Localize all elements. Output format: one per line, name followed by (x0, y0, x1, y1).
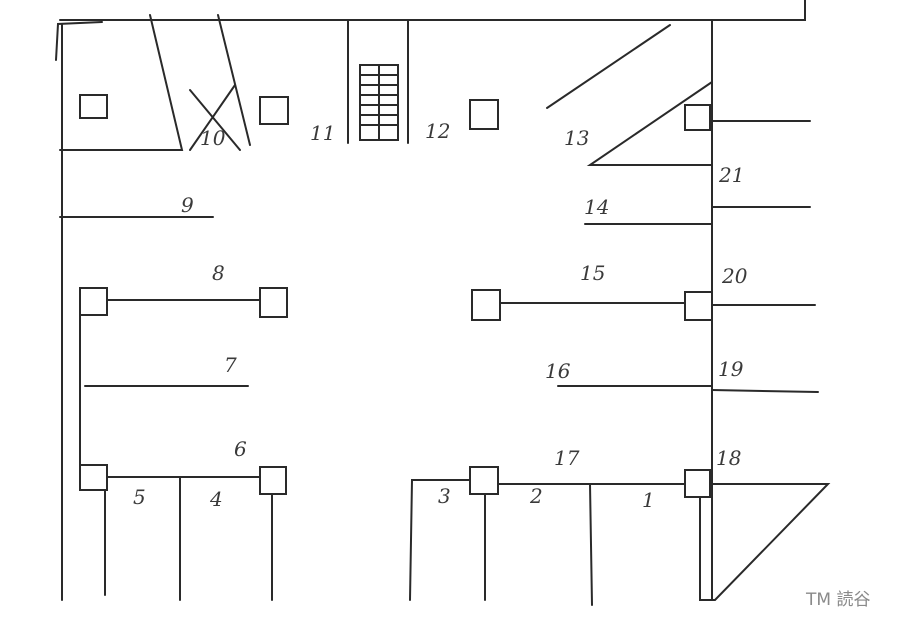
space-label-15: 15 (580, 261, 605, 285)
space-label-17: 17 (554, 446, 580, 470)
space-label-4: 4 (209, 487, 223, 511)
pillar (684, 104, 711, 131)
pillar (684, 469, 711, 498)
space-label-18: 18 (716, 446, 741, 470)
space-label-13: 13 (564, 126, 589, 150)
pillar (259, 96, 289, 125)
pillar (79, 287, 108, 316)
pillar (684, 291, 713, 321)
pillar (471, 289, 501, 321)
pillars (79, 94, 713, 498)
pillar (259, 287, 288, 318)
stairs (347, 19, 409, 144)
pillar (469, 99, 499, 130)
corner-wall (55, 21, 103, 61)
space-label-21: 21 (718, 163, 744, 187)
pillar (259, 466, 287, 495)
space-label-8: 8 (212, 261, 225, 285)
space-label-12: 12 (425, 119, 450, 143)
space-label-10: 10 (200, 126, 226, 150)
pillar (79, 464, 108, 491)
space-label-1: 1 (642, 488, 655, 512)
space-label-14: 14 (584, 195, 609, 219)
signature: TM 読谷 (805, 590, 870, 610)
space-label-19: 19 (718, 357, 744, 381)
space-label-9: 9 (181, 193, 194, 217)
space-label-7: 7 (224, 353, 237, 377)
space-label-6: 6 (234, 437, 247, 461)
space-label-11: 11 (310, 121, 335, 145)
space-label-3: 3 (438, 484, 451, 508)
space-label-16: 16 (545, 359, 571, 383)
top-wall (59, 0, 806, 21)
space-labels: 1 2 3 4 5 6 7 8 9 10 11 12 13 14 15 16 1… (133, 119, 748, 512)
space-label-5: 5 (133, 485, 146, 509)
pillar (79, 94, 108, 119)
space-dividers (59, 14, 831, 606)
space-label-20: 20 (721, 264, 748, 288)
pillar (469, 466, 499, 495)
space-label-2: 2 (529, 484, 543, 508)
closed-space-x-mark (189, 84, 241, 151)
